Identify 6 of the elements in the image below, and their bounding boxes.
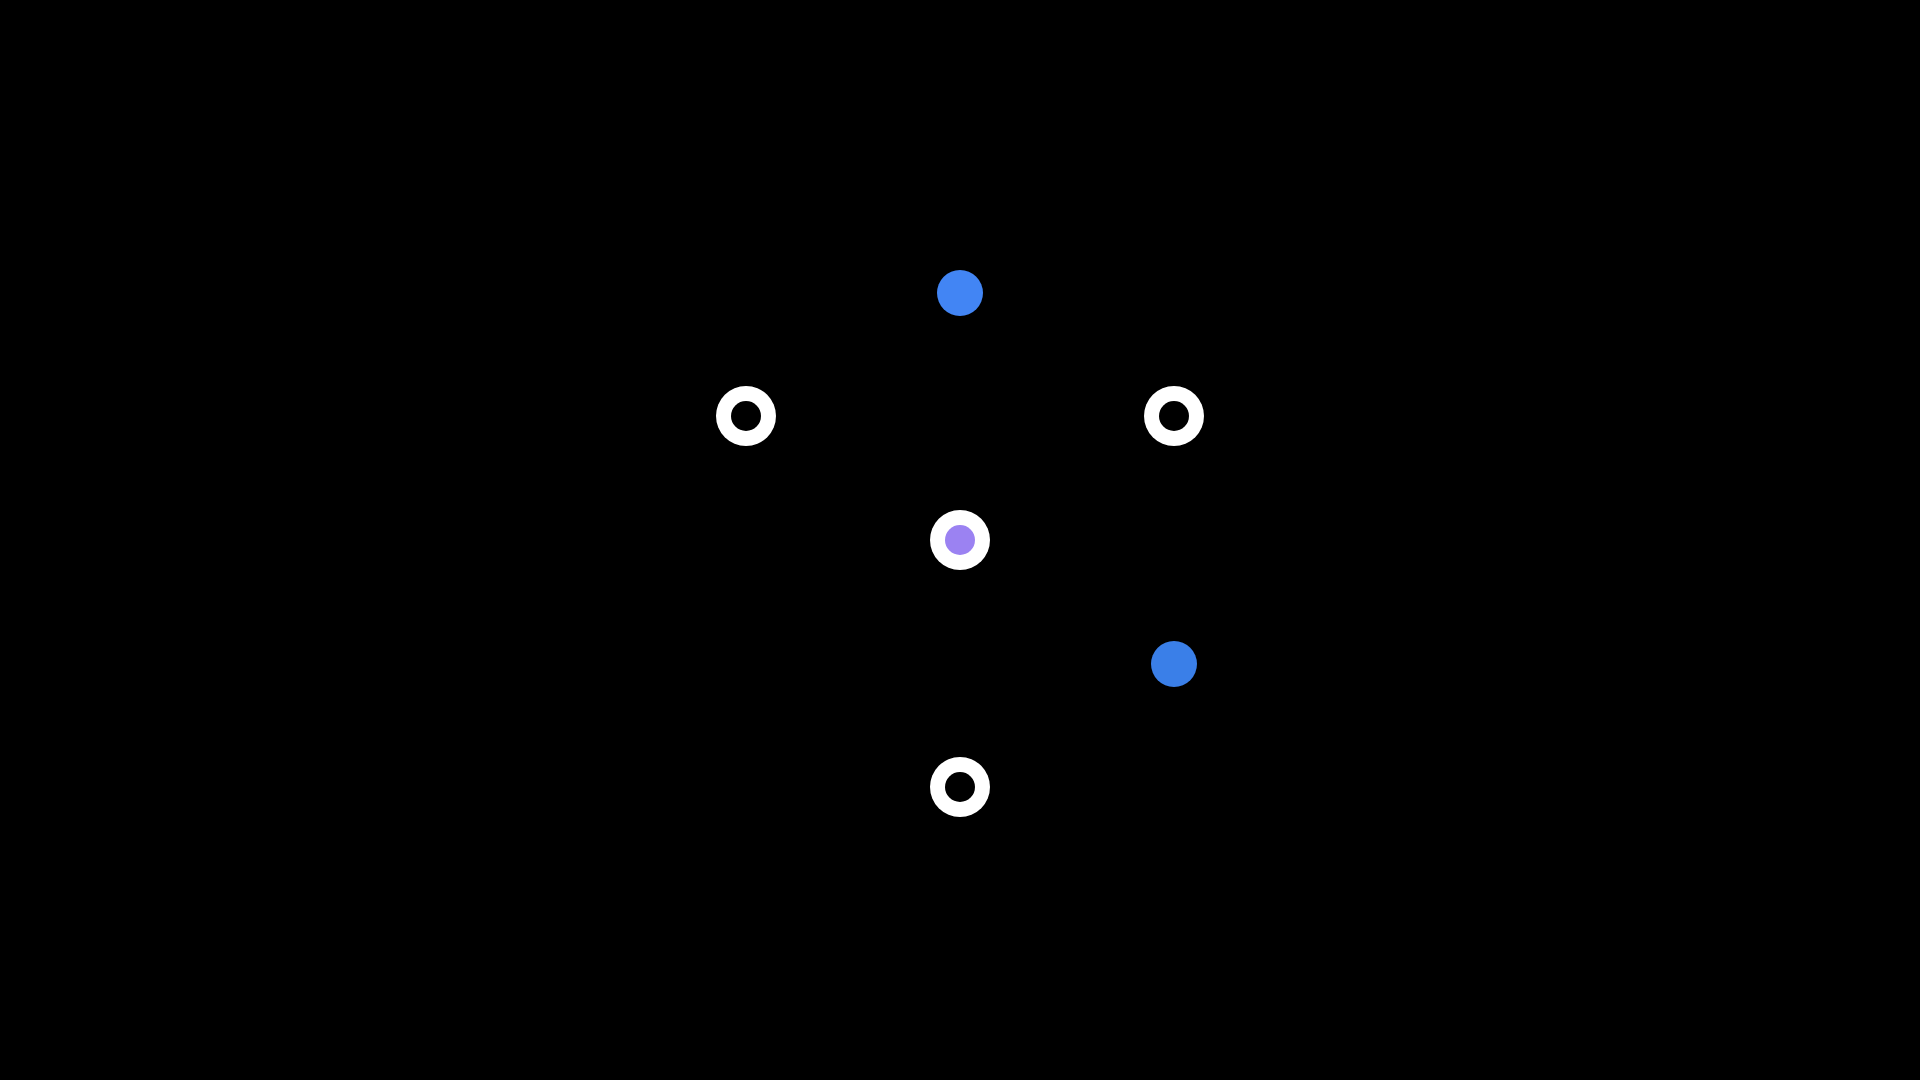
dot-marker	[1151, 641, 1197, 687]
ring-marker	[716, 386, 776, 446]
ring-marker	[1144, 386, 1204, 446]
ring-marker	[930, 757, 990, 817]
ring-with-dot-marker	[930, 510, 990, 570]
dot-marker	[937, 270, 983, 316]
